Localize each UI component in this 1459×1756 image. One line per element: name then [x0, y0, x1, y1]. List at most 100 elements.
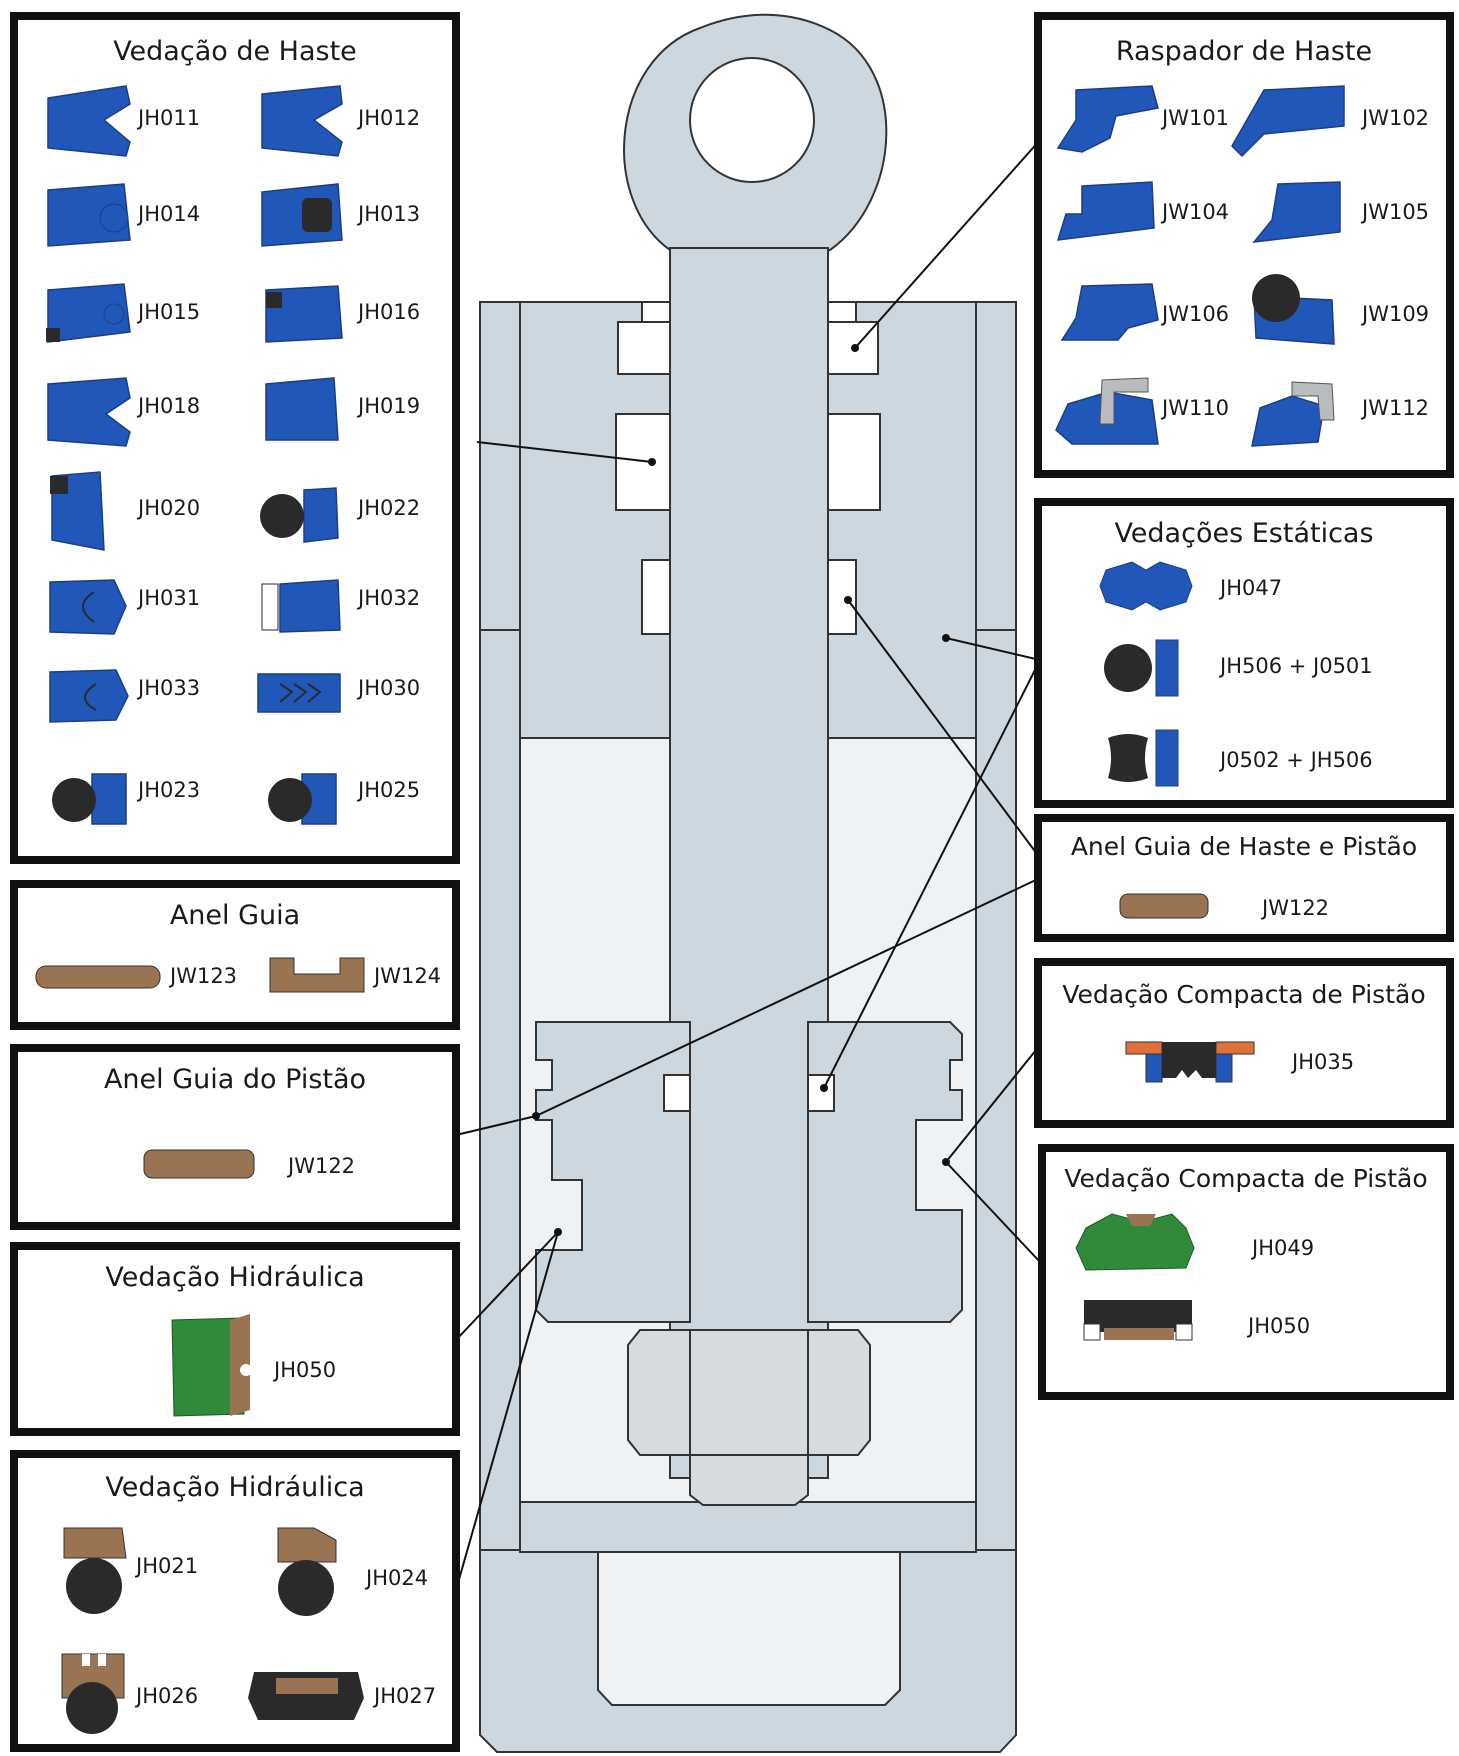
- code-label: JW110: [1162, 396, 1230, 420]
- code-label: JH049: [1252, 1236, 1315, 1260]
- quad-ring-icon: [1108, 734, 1148, 782]
- panel-rod-piston-guide: Anel Guia de Haste e Pistão JW122: [1034, 814, 1454, 942]
- code-label: JW112: [1362, 396, 1430, 420]
- groove-guide-right: [827, 559, 857, 635]
- groove-wiper-left: [617, 321, 671, 375]
- code-label: JH033: [138, 676, 201, 700]
- code-label: JH016: [358, 300, 421, 324]
- barrel-wall-left: [479, 629, 521, 1551]
- wiper-icon: [1231, 85, 1345, 158]
- wiper-icon: [1060, 283, 1159, 341]
- code-label: JH024: [366, 1566, 429, 1590]
- code-label: JW105: [1362, 200, 1430, 224]
- code-label: JW104: [1162, 200, 1230, 224]
- rod-seal-icons: [46, 85, 343, 825]
- hydraulic-seal-icon: [171, 1314, 252, 1417]
- panel-title: Anel Guia: [169, 900, 301, 931]
- brown-insert-icon: [230, 1314, 250, 1416]
- brown-cap-icon: [277, 1527, 337, 1563]
- code-label: JH035: [1292, 1050, 1355, 1074]
- piston-left: [535, 1021, 691, 1323]
- barrel-wall-right: [975, 629, 1017, 1551]
- rod-seal-profile-icon: [47, 377, 131, 447]
- piston-guide-icon: [143, 1149, 255, 1179]
- panel-compact-piston-seal-2: Vedação Compacta de Pistão JH049 JH050: [1038, 1144, 1454, 1400]
- oring-icon: [66, 1558, 122, 1614]
- guide-strip-icon: [35, 965, 161, 989]
- panel-static-seals: Vedações Estáticas JH047 JH506 + J0501 J…: [1034, 498, 1454, 808]
- code-label: JW123: [170, 964, 238, 988]
- groove-guide-left: [641, 559, 671, 635]
- panel-title: Vedação de Haste: [113, 36, 357, 67]
- code-label: JH014: [138, 202, 201, 226]
- guide-strip-icon: [143, 1149, 255, 1179]
- panel-title: Vedações Estáticas: [1114, 518, 1374, 549]
- code-label: J0502 + JH506: [1220, 748, 1373, 772]
- code-label: JW101: [1162, 106, 1230, 130]
- groove-top-left: [641, 301, 671, 323]
- panel-title: Anel Guia do Pistão: [103, 1064, 367, 1095]
- panel-title: Raspador de Haste: [1115, 36, 1373, 67]
- code-label: JH012: [358, 106, 421, 130]
- hydraulic-seal-2-icons: [61, 1527, 364, 1734]
- backup-ring-icon: [1155, 639, 1179, 697]
- code-label: JW122: [1262, 896, 1330, 920]
- piston-rod: [669, 247, 829, 1479]
- panel-guide-ring: Anel Guia JW123 JW124: [10, 880, 460, 1030]
- groove-piston-right: [807, 1074, 835, 1112]
- end-cap-inner: [597, 1551, 901, 1706]
- panel-compact-piston-seal-1: Vedação Compacta de Pistão JH035: [1034, 958, 1454, 1128]
- code-label: JH027: [374, 1684, 437, 1708]
- rod-seal-oring-icon: [47, 283, 131, 343]
- brown-cap-icon: [276, 1678, 338, 1694]
- chevron-packing-icon: [257, 673, 341, 713]
- guide-ring-icons: [35, 957, 365, 993]
- code-label: JH015: [138, 300, 201, 324]
- panel-piston-guide: Anel Guia do Pistão JW122: [10, 1044, 460, 1230]
- wiper-icon: [1056, 181, 1155, 241]
- rod-seal-profile-icon: [261, 85, 343, 157]
- guide-channel-icon: [269, 957, 365, 993]
- code-label: JH031: [138, 586, 201, 610]
- oring-icon: [66, 1682, 118, 1734]
- code-label: JW102: [1362, 106, 1430, 130]
- rod-wiper-icons: [1055, 85, 1345, 447]
- code-label: JW109: [1362, 302, 1430, 326]
- fabric-seal-icon: [279, 579, 341, 633]
- groove-rod-seal-right: [827, 413, 881, 511]
- panel-title: Vedação Compacta de Pistão: [1062, 980, 1426, 1009]
- nut-stub: [689, 1454, 809, 1506]
- green-seal-icon: [1075, 1213, 1195, 1271]
- code-label: JH021: [136, 1554, 199, 1578]
- oring-icon: [278, 1560, 334, 1616]
- code-label: JH019: [358, 394, 421, 418]
- static-seal-icon: [1099, 561, 1193, 611]
- code-label: JH020: [138, 496, 201, 520]
- rod-seal-profile-icon: [265, 377, 339, 441]
- rod-seal-square-ring-icon: [265, 285, 343, 343]
- rod-seal-profile-icon: [47, 85, 131, 157]
- panel-hydraulic-seal-2: Vedação Hidráulica JH021 JH024 JH026 JH0…: [10, 1450, 460, 1752]
- rod-eye-hole: [689, 57, 815, 183]
- groove-top-right: [827, 301, 857, 323]
- guide-strip-icon: [1119, 893, 1209, 919]
- code-label: JH030: [358, 676, 421, 700]
- code-label: JH011: [138, 106, 201, 130]
- u-cup-seal-icon: [49, 579, 127, 635]
- code-label: JW122: [288, 1154, 356, 1178]
- panel-title: Vedação Hidráulica: [105, 1262, 365, 1293]
- oring-with-ring-icon: [303, 487, 339, 543]
- code-label: JH047: [1220, 576, 1283, 600]
- brown-cap-icon: [63, 1527, 127, 1559]
- code-label: JH022: [358, 496, 421, 520]
- code-label: JH050: [1248, 1314, 1311, 1338]
- code-label: JH050: [274, 1358, 337, 1382]
- compact-seal-2-icons: [1075, 1213, 1195, 1341]
- groove-rod-seal-left: [615, 413, 671, 511]
- code-label: JH023: [138, 778, 201, 802]
- code-label: JW106: [1162, 302, 1230, 326]
- u-cup-seal-icon: [49, 669, 129, 723]
- compact-seal-icon: [1125, 1041, 1255, 1083]
